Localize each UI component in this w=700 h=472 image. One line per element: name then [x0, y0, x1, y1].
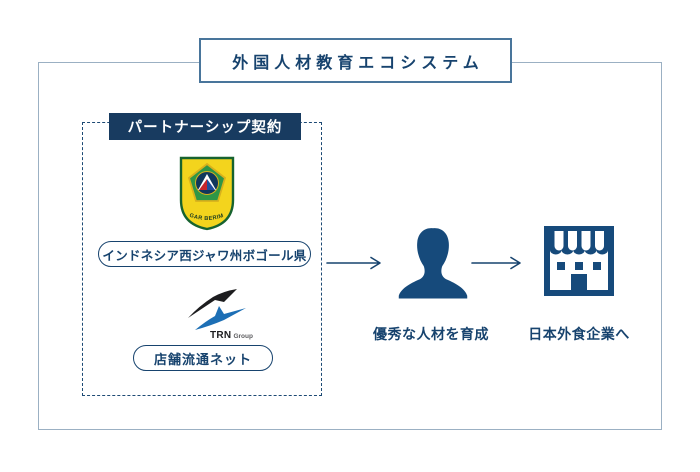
member-label-bogor: インドネシア西ジャワ州ボゴール県 — [98, 241, 311, 267]
trn-logo-svg — [188, 289, 246, 330]
trn-logo-text-main: TRN — [210, 330, 232, 341]
storefront-icon — [544, 226, 614, 296]
store-awning-stripe — [568, 231, 577, 251]
member-label-trn-text: 店舗流通ネット — [153, 351, 252, 367]
right-arrow-icon — [471, 256, 528, 275]
company-caption: 日本外食企業へ — [528, 326, 630, 342]
arrow-1-svg — [326, 256, 381, 270]
store-window — [557, 262, 565, 270]
arrow-1-shape — [326, 256, 381, 270]
store-window — [575, 262, 583, 270]
member-label-bogor-text: インドネシア西ジャワ州ボゴール県 — [102, 248, 307, 263]
store-svg — [544, 226, 614, 296]
trn-logo-text-sub: Group — [233, 333, 253, 340]
trn-swoosh-black — [188, 289, 237, 318]
diagram-title-box: 外国人材教育エコシステム — [199, 38, 512, 83]
person-silhouette-icon — [396, 223, 470, 300]
person-bust — [398, 228, 468, 299]
store-door — [571, 274, 587, 291]
emblem-triangle-blue — [207, 179, 215, 190]
bogor-regency-emblem-icon: TEGAR BERIMAN — [175, 151, 237, 232]
partnership-header: パートナーシップ契約 — [109, 113, 301, 140]
trn-logo-text: TRN Group — [210, 330, 253, 341]
trn-swoosh-blue — [195, 306, 246, 330]
emblem-triangle-red — [199, 179, 207, 190]
diagram-title: 外国人材教育エコシステム — [232, 54, 484, 72]
store-awning-stripe — [595, 231, 604, 251]
bogor-emblem-svg: TEGAR BERIMAN — [175, 151, 235, 231]
arrow-2-svg — [471, 256, 521, 270]
member-label-trn: 店舗流通ネット — [133, 345, 273, 371]
store-awning — [550, 232, 608, 255]
trainee-caption: 優秀な人材を育成 — [373, 326, 489, 342]
store-awning-stripe — [581, 231, 591, 251]
partnership-header-label: パートナーシップ契約 — [127, 120, 283, 136]
arrow-2-shape — [471, 256, 521, 270]
person-svg — [398, 228, 468, 299]
right-arrow-icon — [326, 256, 388, 275]
store-awning-stripe — [554, 231, 564, 251]
trn-group-logo-icon: TRN Group — [186, 287, 253, 343]
store-window — [593, 262, 601, 270]
